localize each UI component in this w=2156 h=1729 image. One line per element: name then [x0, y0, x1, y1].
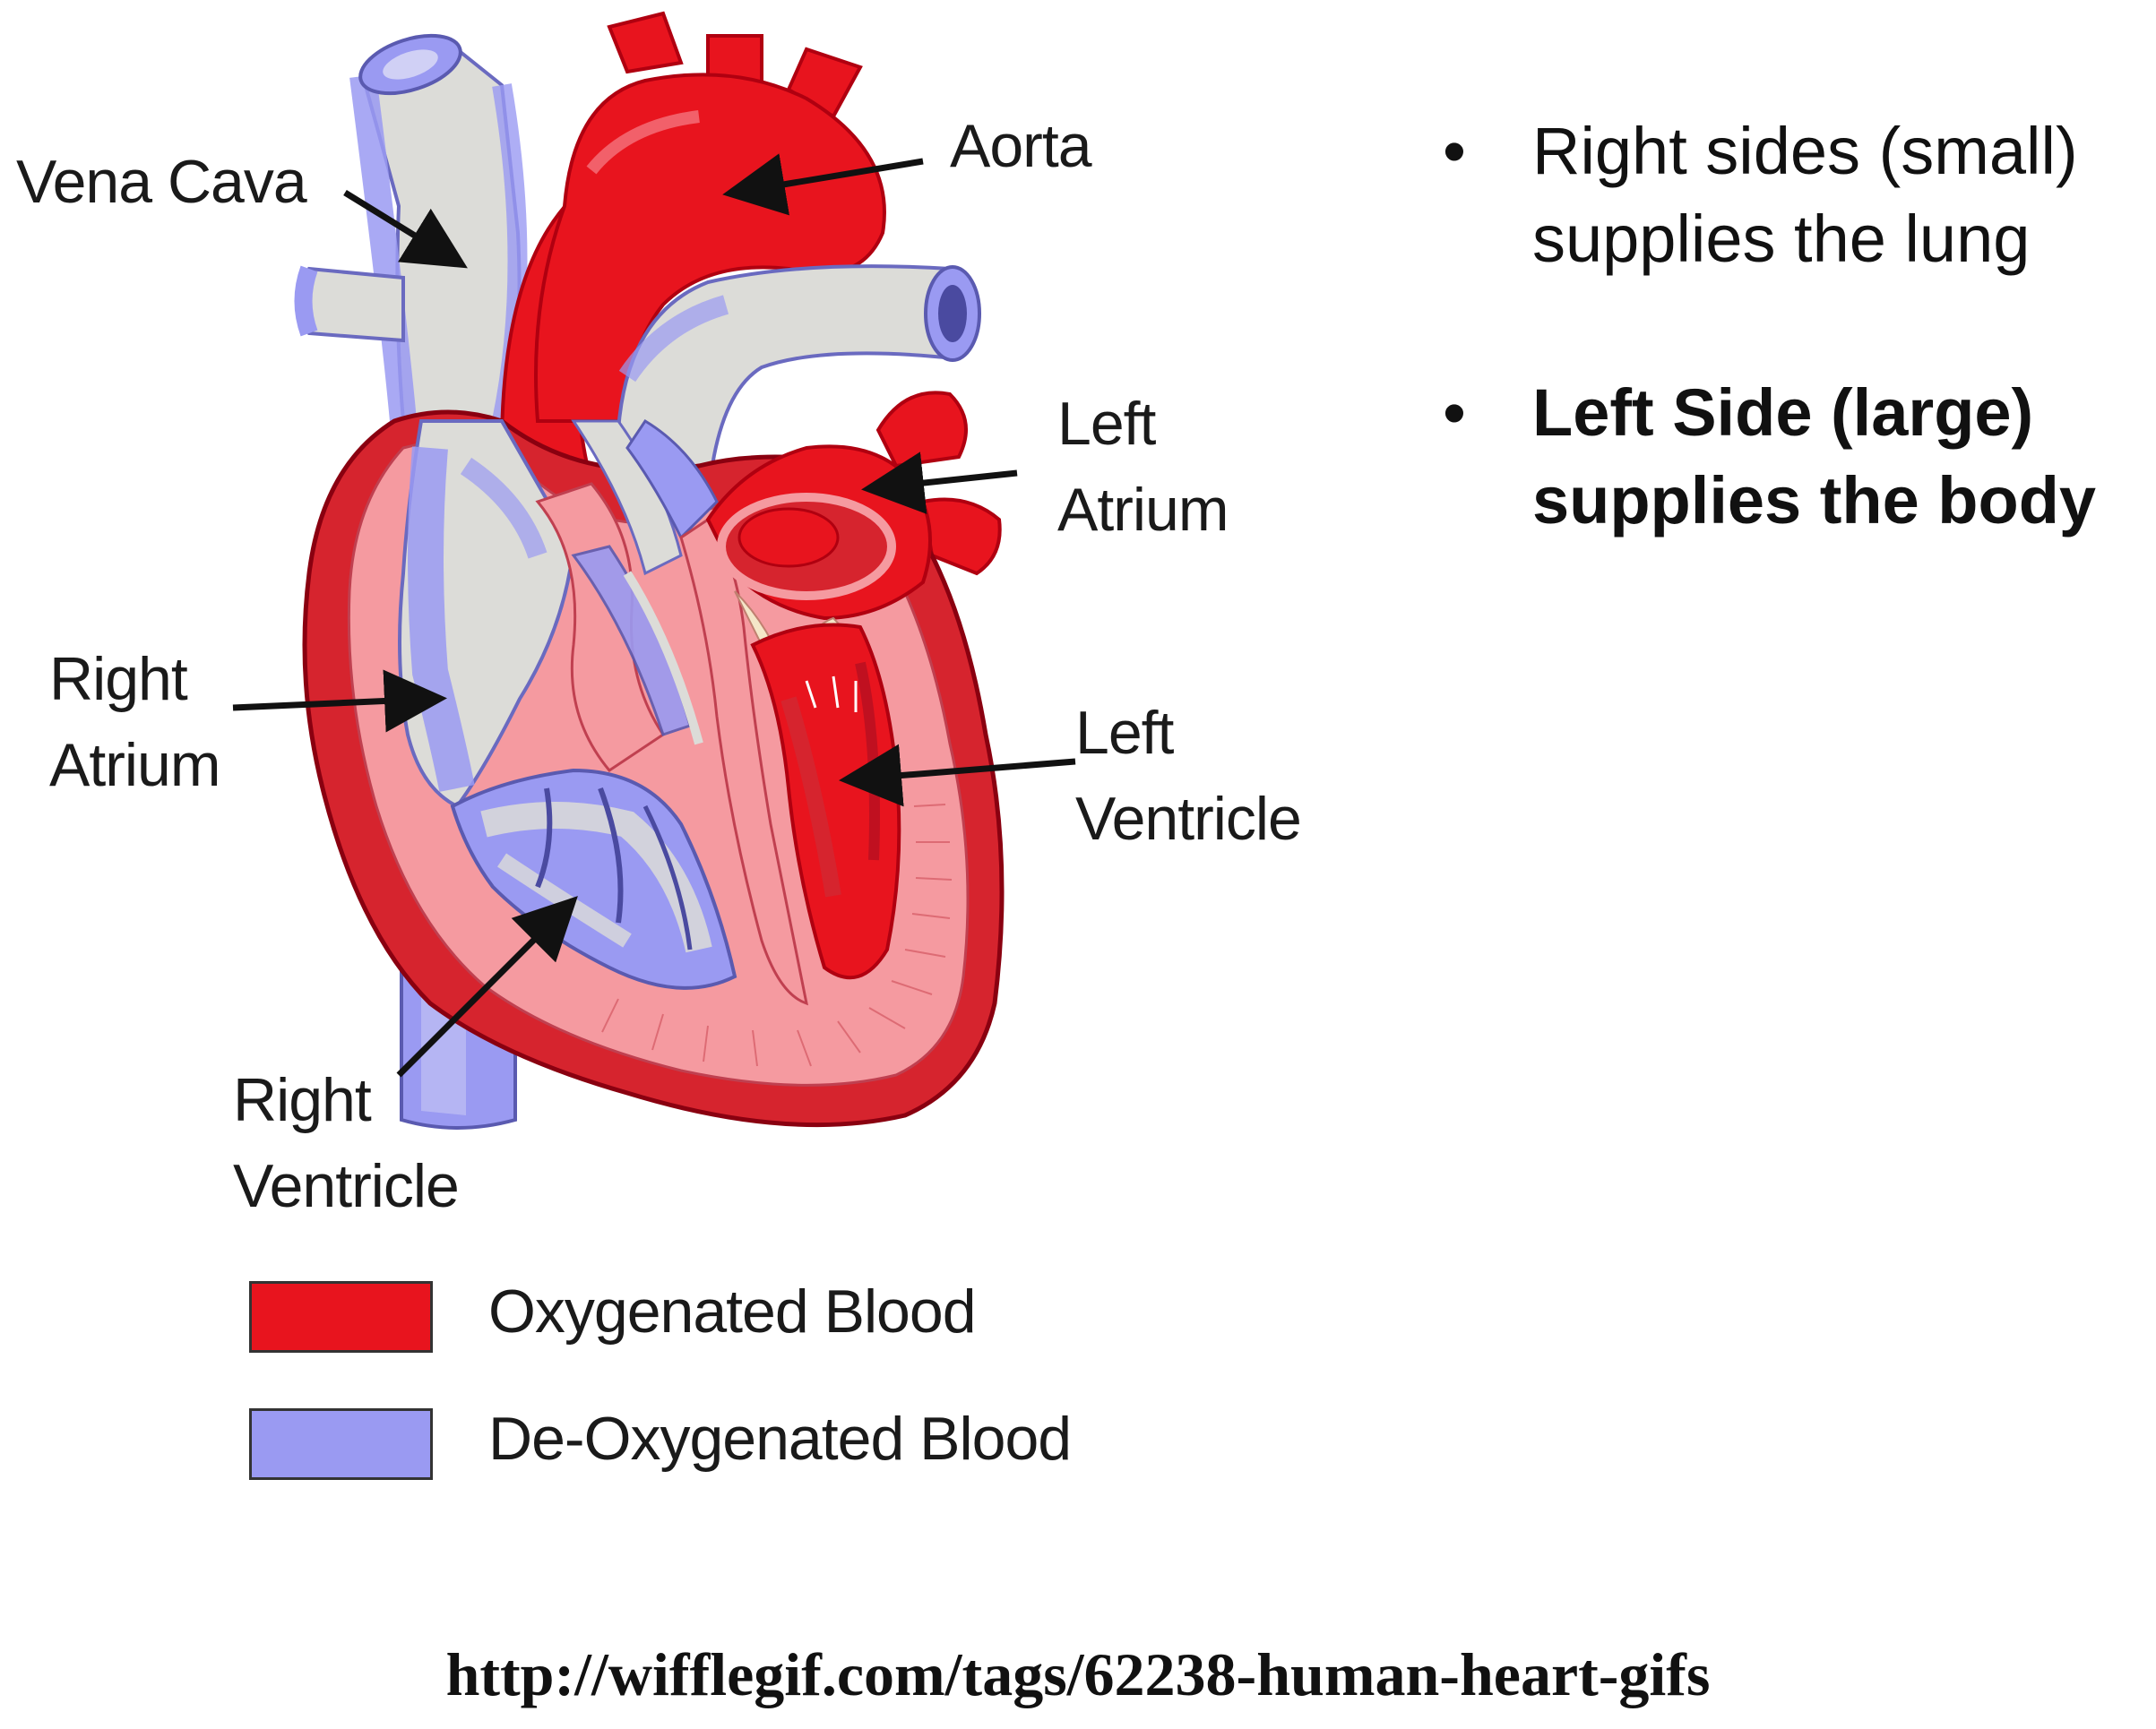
vena-cava-label: Vena Cava: [16, 148, 307, 216]
bullet-line: supplies the lung: [1532, 202, 2031, 276]
bullet-glyph: •: [1443, 375, 1466, 450]
right-atrium-label: Right Atrium: [49, 636, 220, 808]
right-atrium-label-line2: Atrium: [49, 731, 220, 799]
left-ventricle-arrow: [839, 744, 1076, 807]
left-ventricle-label-line1: Left: [1075, 699, 1174, 767]
left-atrium-label-line1: Left: [1057, 390, 1156, 458]
bullet-item-left-side: • Left Side (large) supplies the body: [1443, 369, 2151, 545]
legend-label-oxygenated: Oxygenated Blood: [488, 1277, 977, 1346]
superior-vena-cava: [294, 33, 528, 424]
right-ventricle-arrow: [396, 896, 578, 1078]
left-atrium-label: Left Atrium: [1057, 381, 1229, 553]
legend-swatch-deoxygenated: [249, 1408, 433, 1480]
left-ventricle-label-line2: Ventricle: [1075, 785, 1302, 853]
source-url: http://wifflegif.com/tags/62238-human-he…: [445, 1640, 1711, 1708]
left-ventricle-label: Left Ventricle: [1075, 690, 1302, 862]
pulmonary-artery: [616, 264, 981, 522]
left-atrium-label-line2: Atrium: [1057, 476, 1229, 544]
aorta-arrow: [722, 153, 924, 216]
legend-label-deoxygenated: De-Oxygenated Blood: [488, 1405, 1072, 1473]
right-ventricle-label-line1: Right: [233, 1066, 372, 1134]
right-atrium-label-line1: Right: [49, 645, 188, 713]
pulmonary-veins: [875, 391, 968, 469]
bullet-line: supplies the body: [1532, 463, 2097, 538]
aorta-label: Aorta: [950, 112, 1092, 180]
bullet-glyph: •: [1443, 114, 1466, 188]
bullet-item-right-side: • Right sides (small) supplies the lung: [1443, 108, 2151, 283]
right-ventricle-label-line2: Ventricle: [233, 1152, 460, 1220]
left-atrium-arrow: [861, 452, 1018, 514]
right-atrium-arrow: [232, 669, 447, 733]
bullet-list: • Right sides (small) supplies the lung …: [1443, 108, 2151, 631]
bullet-line: Right sides (small): [1532, 114, 2078, 188]
vena-cava-arrow: [343, 190, 468, 269]
right-ventricle-label: Right Ventricle: [233, 1057, 460, 1229]
legend-swatch-oxygenated: [249, 1281, 433, 1353]
septum: [679, 517, 808, 1006]
bullet-line: Left Side (large): [1532, 375, 2034, 450]
